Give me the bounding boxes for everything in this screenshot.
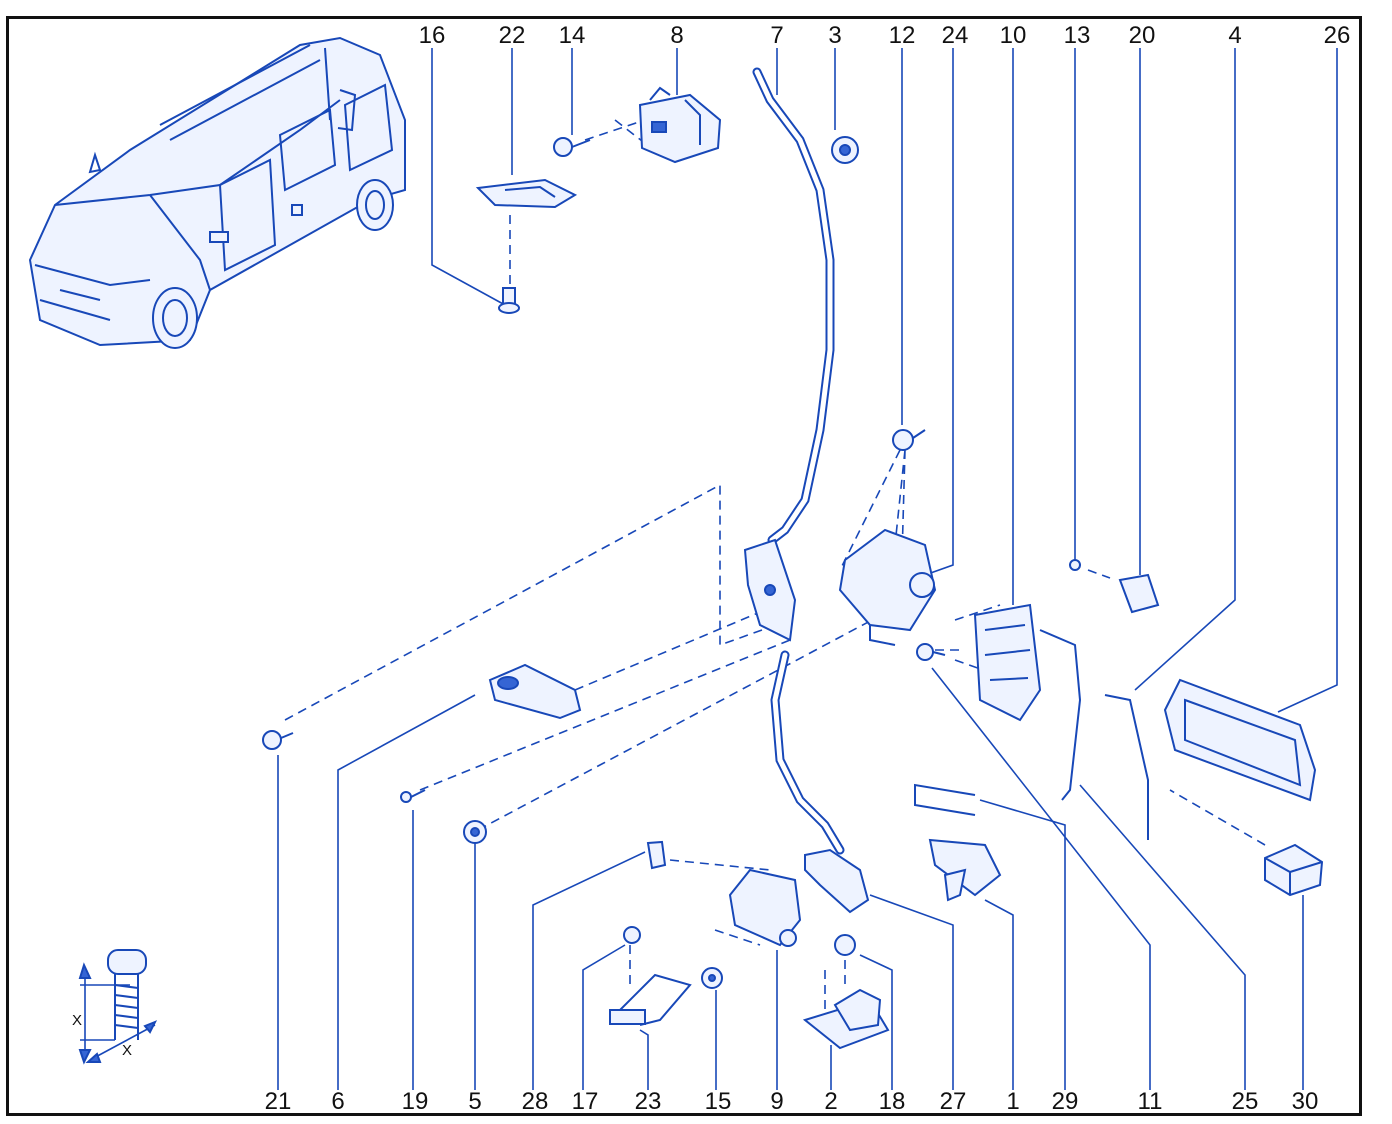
callout-12: 12: [888, 22, 916, 49]
callout-9: 9: [770, 1088, 784, 1115]
part-26-handle: [1163, 678, 1317, 802]
callout-5: 5: [468, 1088, 482, 1115]
part-18-screw: [834, 934, 856, 956]
callout-25: 25: [1231, 1088, 1259, 1115]
part-21-screw: [262, 730, 294, 750]
part-6-handle: [488, 663, 582, 720]
callout-20: 20: [1128, 22, 1156, 49]
part-13-screw: [1069, 559, 1081, 571]
dimension-label-a: X: [72, 1012, 83, 1029]
part-22-bracket: [475, 178, 578, 209]
callout-6: 6: [331, 1088, 345, 1115]
callout-22: 22: [498, 22, 526, 49]
part-29-rod: [914, 783, 976, 816]
part-1-striker-plate: [928, 838, 1002, 902]
callout-10: 10: [999, 22, 1027, 49]
callout-2: 2: [824, 1088, 838, 1115]
part-27-plate: [804, 848, 870, 914]
bottom-leaders: [277, 667, 1304, 1090]
part-28-clip: [646, 840, 667, 870]
part-14-screw: [553, 137, 591, 157]
vehicle-overview: [28, 36, 406, 349]
callout-21: 21: [264, 1088, 292, 1115]
part-5-grommet: [463, 820, 487, 844]
part-9-actuator: [728, 868, 802, 947]
callout-24: 24: [941, 22, 969, 49]
callout-16: 16: [418, 22, 446, 49]
callout-28: 28: [521, 1088, 549, 1115]
callout-19: 19: [401, 1088, 429, 1115]
part-12-screw: [892, 429, 926, 451]
part-11-screw: [916, 643, 946, 661]
dimension-symbol: [78, 949, 158, 1065]
callout-27: 27: [939, 1088, 967, 1115]
part-19-screw: [400, 789, 426, 803]
part-16-stud: [498, 287, 520, 314]
callout-26: 26: [1323, 22, 1351, 49]
top-leaders: [431, 48, 1338, 713]
part-10-latch: [973, 603, 1042, 722]
callout-3: 3: [828, 22, 842, 49]
part-17-screw: [623, 926, 641, 944]
callout-30: 30: [1291, 1088, 1319, 1115]
part-24-lock: [838, 528, 937, 646]
callout-8: 8: [670, 22, 684, 49]
callout-18: 18: [878, 1088, 906, 1115]
part-30-block: [1264, 843, 1324, 897]
callout-15: 15: [704, 1088, 732, 1115]
part-7-cable: [752, 67, 845, 855]
part-8-actuator: [638, 86, 722, 164]
part-2-striker: [802, 988, 890, 1050]
callout-4: 4: [1228, 22, 1242, 49]
dimension-label-b: X: [122, 1042, 133, 1059]
callout-11: 11: [1137, 1088, 1163, 1115]
callout-23: 23: [634, 1088, 662, 1115]
callout-13: 13: [1063, 22, 1091, 49]
part-3-grommet: [831, 136, 859, 164]
callout-7: 7: [770, 22, 784, 49]
part-23-loop: [609, 973, 692, 1026]
part-25-rod: [1039, 629, 1082, 801]
assembly-dashes: [284, 119, 1266, 1020]
part-15-screw: [701, 967, 723, 989]
callout-29: 29: [1051, 1088, 1079, 1115]
part-20-clip: [1118, 573, 1160, 614]
part-4-rod: [1104, 694, 1149, 840]
cable-bracket: [743, 538, 797, 642]
callout-17: 17: [571, 1088, 599, 1115]
callout-1: 1: [1006, 1088, 1020, 1115]
callout-14: 14: [558, 22, 586, 49]
